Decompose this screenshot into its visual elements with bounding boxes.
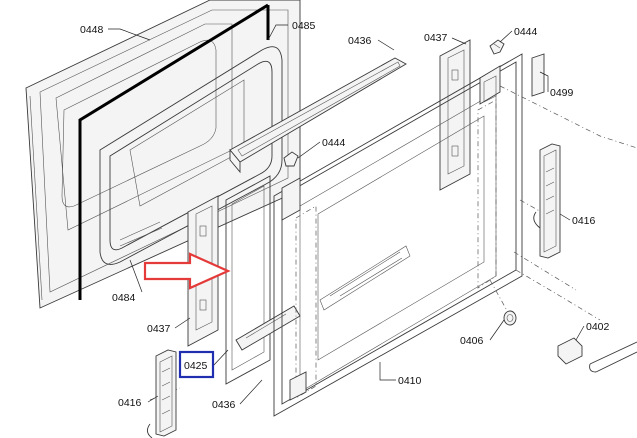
label-0484: 0484 [112,292,136,304]
part-0416-hinge-right[interactable] [533,143,561,259]
part-0436-top-trim[interactable] [229,57,407,174]
part-0437-side-profile-right[interactable] [439,39,471,191]
label-0437-bottom: 0437 [147,323,171,335]
leader-lines [108,24,585,405]
part-0499-pad[interactable] [531,53,545,97]
label-0416-right: 0416 [572,215,596,227]
label-0499: 0499 [550,87,574,99]
label-0485: 0485 [292,20,316,32]
label-0444-mid: 0444 [322,137,346,149]
part-0448-outer-glass[interactable] [25,0,301,309]
part-0425-intermediate-glass[interactable] [225,175,301,385]
part-0484-door-gasket[interactable] [78,3,270,300]
part-0444-clip-top[interactable] [489,39,505,55]
label-0416-left: 0416 [118,397,142,409]
label-0425: 0425 [184,360,208,372]
label-0444-top: 0444 [514,26,538,38]
highlight-box-0425 [178,350,215,379]
part-0416-hinge-left[interactable] [147,349,177,438]
label-0410: 0410 [398,375,422,387]
label-0448: 0448 [80,24,104,36]
label-0406: 0406 [460,335,484,347]
red-pointer-arrow-icon [143,252,231,290]
part-0402-handle[interactable] [557,337,637,373]
part-0410-inner-door[interactable] [273,53,523,417]
label-0436-top: 0436 [348,35,372,47]
part-0485-inner-frame[interactable] [99,46,283,265]
label-0436-bottom: 0436 [212,399,236,411]
label-0402: 0402 [586,321,610,333]
label-0437-top: 0437 [424,32,448,44]
part-0444-clip-mid[interactable] [283,151,299,167]
part-0406-roller[interactable] [503,310,517,326]
